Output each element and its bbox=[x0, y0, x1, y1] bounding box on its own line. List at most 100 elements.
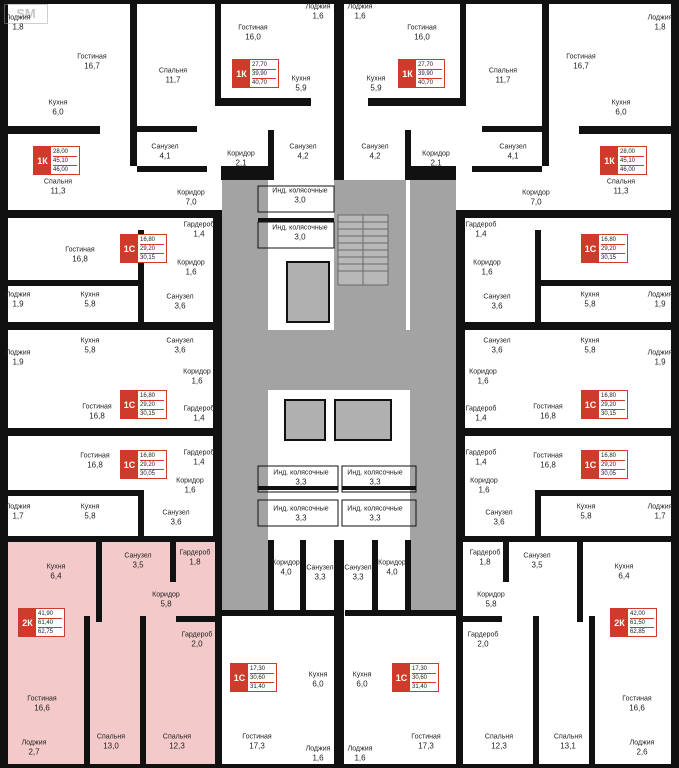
room-name: Лоджия bbox=[647, 349, 673, 357]
apartment-area-value: 16,80 bbox=[601, 236, 625, 245]
apartment-area-value: 17,30 bbox=[250, 665, 274, 674]
apartment-area-value: 61,40 bbox=[38, 619, 62, 628]
room-name: Коридор bbox=[470, 477, 498, 485]
apartment-area-value: 17,30 bbox=[412, 665, 436, 674]
apartment-area-value: 62,85 bbox=[630, 629, 646, 635]
room-area: 1,9 bbox=[12, 299, 24, 309]
room-name: Гостиная bbox=[65, 246, 95, 254]
room-name: Лоджия bbox=[5, 291, 31, 299]
room-name: Коридор bbox=[152, 591, 180, 599]
apartment-area-value: 16,80 bbox=[601, 392, 625, 401]
room-name: Спальня bbox=[553, 733, 583, 741]
room-name: Санузел bbox=[166, 293, 194, 301]
apartment-type: 1К bbox=[34, 147, 51, 174]
room-name: Инд. колясочные bbox=[347, 505, 403, 513]
room-name: Коридор bbox=[422, 150, 450, 158]
room-name: Санузел bbox=[483, 293, 511, 301]
room-name: Санузел bbox=[151, 143, 179, 151]
room-name: Инд. колясочные bbox=[273, 505, 329, 513]
room-area: 3,6 bbox=[493, 517, 505, 527]
room-area: 6,0 bbox=[615, 107, 627, 117]
room-name: Спальня bbox=[43, 178, 73, 186]
room-area: 12,3 bbox=[169, 741, 185, 751]
room-name: Гардероб bbox=[179, 549, 211, 557]
room-area: 3,3 bbox=[314, 572, 326, 582]
apartment-type: 1С bbox=[121, 391, 138, 418]
room-name: Гардероб bbox=[465, 221, 497, 229]
room-area: 3,5 bbox=[531, 560, 543, 570]
room-area: 3,6 bbox=[174, 301, 186, 311]
selected-apartment-highlight[interactable] bbox=[7, 540, 215, 764]
room-area: 5,8 bbox=[584, 345, 596, 355]
room-area: 1,6 bbox=[312, 11, 324, 21]
room-area: 4,0 bbox=[386, 567, 398, 577]
room-area: 3,3 bbox=[352, 572, 364, 582]
room-name: Лоджия bbox=[21, 739, 47, 747]
elevators bbox=[284, 261, 392, 441]
apartment-area-value: 27,70 bbox=[418, 61, 442, 70]
room-name: Спальня bbox=[484, 733, 514, 741]
room-name: Кухня bbox=[614, 563, 634, 571]
room-area: 1,6 bbox=[477, 376, 489, 386]
apartment-type: 1К bbox=[601, 147, 618, 174]
room-area: 1,6 bbox=[185, 267, 197, 277]
apartment-area-value: 39,90 bbox=[418, 70, 442, 79]
room-name: Гостиная bbox=[82, 403, 112, 411]
room-area: 6,0 bbox=[356, 679, 368, 689]
room-name: Спальня bbox=[96, 733, 126, 741]
apartment-area-value: 62,75 bbox=[38, 629, 54, 635]
room-name: Коридор bbox=[177, 259, 205, 267]
room-area: 16,6 bbox=[629, 703, 645, 713]
room-area: 3,6 bbox=[491, 301, 503, 311]
apartment-area-value: 29,20 bbox=[601, 461, 625, 470]
room-name: Инд. колясочные bbox=[273, 469, 329, 477]
room-area: 5,9 bbox=[370, 83, 382, 93]
room-area: 5,8 bbox=[580, 511, 592, 521]
room-name: Гостиная bbox=[77, 53, 107, 61]
room-name: Санузел bbox=[361, 143, 389, 151]
apartment-area-value: 16,80 bbox=[601, 452, 625, 461]
apartment-type: 1К bbox=[399, 60, 416, 87]
room-area: 16,0 bbox=[245, 32, 261, 42]
room-outlines bbox=[257, 185, 417, 527]
room-area: 2,7 bbox=[28, 747, 40, 757]
room-name: Коридор bbox=[177, 189, 205, 197]
room-area: 1,8 bbox=[654, 22, 666, 32]
apartment-type: 1С bbox=[231, 664, 248, 691]
